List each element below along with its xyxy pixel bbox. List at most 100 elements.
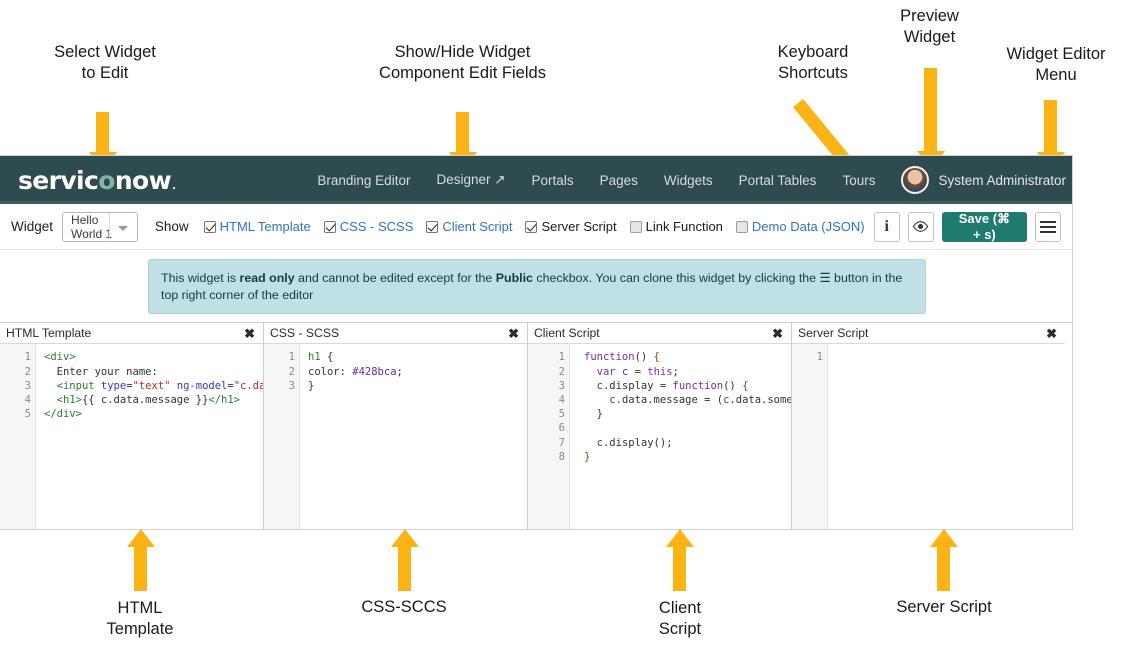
show-label: Show	[154, 219, 189, 234]
callout-select-widget: Select Widget to Edit	[54, 43, 156, 83]
widget-editor-menu-button[interactable]	[1034, 211, 1061, 242]
code-line	[836, 350, 1065, 364]
info-icon: i	[884, 217, 889, 235]
callout-html-template: HTML Template	[106, 599, 174, 639]
callout-preview-widget: Preview Widget	[900, 7, 959, 47]
username-label: System Administrator	[938, 172, 1066, 188]
checkbox-box	[323, 220, 336, 233]
panel-header: CSS - SCSS ✖	[264, 323, 527, 345]
nav-link-pages[interactable]: Pages	[599, 172, 638, 188]
code-editor[interactable]: 1 2 3 h1 {color: #428bca;}	[264, 344, 527, 529]
code-token	[584, 437, 597, 449]
code-token: function	[672, 379, 724, 392]
code-editor[interactable]: 1	[792, 344, 1065, 529]
callout-client-script: Client Script	[658, 599, 702, 639]
callout-css-sccs: CSS-SCCS	[361, 598, 447, 616]
checkbox-link-function[interactable]: Link Function	[629, 219, 723, 234]
checkbox-client-script[interactable]: Client Script	[426, 219, 512, 234]
code-token: <div>	[44, 351, 76, 364]
code-token: ;	[396, 365, 403, 378]
code-token: ()	[634, 351, 654, 364]
checkbox-label: CSS - SCSS	[339, 219, 414, 234]
panel-header: HTML Template ✖	[0, 323, 263, 345]
nav-link-tours[interactable]: Tours	[842, 172, 876, 188]
arrow-widget-editor-menu	[1044, 100, 1057, 154]
code-token: .display =	[602, 379, 673, 392]
code-line: }	[584, 407, 791, 421]
code-token: .data.message = (	[615, 394, 724, 407]
keyboard-shortcuts-button[interactable]: i	[873, 211, 900, 242]
code-area[interactable]	[828, 344, 1065, 529]
code-editor[interactable]: 1 2 3 4 5 6 7 8 function() { var c = thi…	[528, 344, 791, 529]
checkbox-html-template[interactable]: HTML Template	[203, 219, 311, 234]
code-line: c.display();	[584, 436, 791, 450]
close-icon[interactable]: ✖	[772, 325, 783, 341]
widget-select-value: Hello World 1	[71, 212, 113, 241]
code-token: ng-model	[170, 379, 228, 392]
nav-link-portal-tables[interactable]: Portal Tables	[738, 172, 817, 188]
code-area[interactable]: <div> Enter your name: <input type="text…	[36, 344, 263, 529]
close-icon[interactable]: ✖	[244, 325, 255, 341]
code-token: <input	[56, 379, 95, 392]
code-token: }	[584, 450, 591, 463]
code-line: var c = this;	[584, 365, 791, 379]
code-token: ;	[672, 365, 679, 378]
widget-select[interactable]: Hello World 1	[62, 211, 138, 242]
code-token: function	[584, 351, 635, 364]
arrow-head-server-script	[930, 529, 958, 547]
nav-link-branding-editor[interactable]: Branding Editor	[317, 172, 411, 188]
save-button[interactable]: Save (⌘ + s)	[941, 211, 1027, 242]
checkbox-label: Link Function	[645, 219, 723, 234]
code-line: h1 {	[308, 350, 527, 364]
checkbox-label: HTML Template	[219, 219, 311, 234]
code-token: color:	[308, 365, 353, 378]
code-token	[584, 380, 597, 392]
code-token: =	[227, 379, 234, 392]
panel-header: Server Script ✖	[792, 323, 1065, 345]
code-token: this	[647, 365, 673, 378]
panel-title: CSS - SCSS	[270, 326, 340, 341]
code-area[interactable]: function() { var c = this; c.display = f…	[570, 344, 791, 529]
checkbox-server-script[interactable]: Server Script	[525, 219, 617, 234]
chevron-down-icon	[117, 225, 128, 231]
code-area[interactable]: h1 {color: #428bca;}	[300, 344, 527, 529]
code-token: </h1>	[208, 394, 240, 407]
code-token: c	[609, 394, 616, 407]
notice-part2: and cannot be edited except for the	[294, 271, 496, 285]
panel-title: HTML Template	[6, 326, 92, 341]
line-number-gutter: 1 2 3 4 5 6 7 8	[528, 344, 570, 529]
user-menu[interactable]: System Administrator	[901, 166, 1066, 194]
notice-bold-public: Public	[495, 271, 533, 285]
code-token	[44, 394, 57, 406]
nav-link-designer[interactable]: Designer ↗	[436, 172, 506, 187]
code-token: c	[723, 394, 730, 407]
close-icon[interactable]: ✖	[508, 325, 519, 341]
nav-links: Branding Editor Designer ↗ Portals Pages…	[317, 166, 1072, 194]
callout-keyboard-shortcuts: Keyboard Shortcuts	[777, 43, 849, 83]
checkbox-css-scss[interactable]: CSS - SCSS	[323, 219, 414, 234]
checkbox-label: Demo Data (JSON)	[751, 219, 865, 234]
line-number: 2	[288, 365, 295, 378]
code-token: {{ c.data.message }}	[81, 394, 209, 407]
code-editor[interactable]: 1 2 3 4 5 <div> Enter your name: <input …	[0, 344, 263, 529]
hamburger-menu-icon: ☰	[819, 271, 831, 285]
code-token: #428bca	[352, 365, 397, 378]
code-token	[584, 394, 609, 406]
line-number: 2	[24, 365, 31, 378]
code-line: }	[308, 379, 527, 393]
checkbox-box	[629, 220, 642, 233]
checkbox-demo-data[interactable]: Demo Data (JSON)	[735, 219, 865, 234]
nav-link-portals[interactable]: Portals	[531, 172, 574, 188]
code-line: color: #428bca;	[308, 365, 527, 379]
preview-widget-button[interactable]	[907, 211, 934, 242]
line-number: 1	[288, 351, 295, 364]
code-line: <h1>{{ c.data.message }}</h1>	[44, 393, 263, 407]
nav-link-widgets[interactable]: Widgets	[663, 172, 713, 188]
line-number: 7	[558, 436, 565, 449]
close-icon[interactable]: ✖	[1046, 325, 1057, 341]
code-token	[584, 366, 597, 378]
